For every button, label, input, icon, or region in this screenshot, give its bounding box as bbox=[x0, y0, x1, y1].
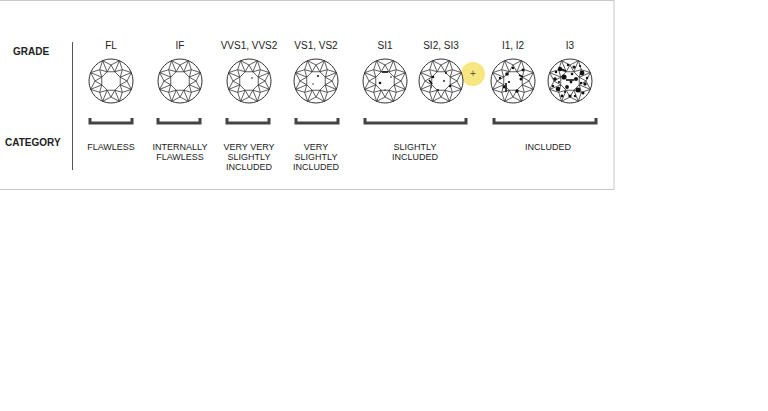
category-label: FLAWLESS bbox=[76, 142, 146, 152]
grade-label: FL bbox=[73, 40, 149, 52]
bracket bbox=[296, 118, 338, 123]
category-label: SLIGHTLY INCLUDED bbox=[385, 142, 445, 162]
diamond-grade: I3 bbox=[532, 40, 608, 105]
grade-label: I3 bbox=[532, 40, 608, 52]
diamond-grade: VS1, VS2 bbox=[278, 40, 354, 105]
diamond-grade: VVS1, VVS2 bbox=[211, 40, 287, 105]
diamond-grade: SI1 bbox=[347, 40, 423, 105]
diamond-symbol bbox=[546, 57, 594, 105]
bracket bbox=[227, 118, 269, 123]
diamond-symbol bbox=[489, 57, 537, 105]
cursor-highlight bbox=[461, 62, 485, 86]
grade-label: VS1, VS2 bbox=[278, 40, 354, 52]
cursor-mark: + bbox=[463, 69, 483, 79]
diamond-grade: SI2, SI3 bbox=[403, 40, 479, 105]
category-label: VERY VERY SLIGHTLY INCLUDED bbox=[218, 142, 280, 172]
panel bbox=[0, 1, 614, 190]
category-label: VERY SLIGHTLY INCLUDED bbox=[291, 142, 341, 172]
category-brackets bbox=[90, 118, 596, 123]
grade-label: SI1 bbox=[347, 40, 423, 52]
diamond-grade: IF bbox=[142, 40, 218, 105]
bracket bbox=[494, 118, 596, 123]
diamond-symbol bbox=[156, 57, 204, 105]
category-label: INCLUDED bbox=[508, 142, 588, 152]
axis-heading: GRADE bbox=[13, 47, 49, 57]
grade-label: SI2, SI3 bbox=[403, 40, 479, 52]
bracket bbox=[365, 118, 466, 123]
axis-heading: CATEGORY bbox=[5, 138, 61, 148]
diamond-grade: FL bbox=[73, 40, 149, 105]
bracket bbox=[158, 118, 200, 123]
grade-label: IF bbox=[142, 40, 218, 52]
diamond-symbol bbox=[417, 57, 465, 105]
divider bbox=[72, 42, 73, 170]
category-label: INTERNALLY FLAWLESS bbox=[149, 142, 211, 162]
diamond-symbol bbox=[292, 57, 340, 105]
diamond-symbol bbox=[361, 57, 409, 105]
bracket bbox=[90, 118, 132, 123]
grade-label: VVS1, VVS2 bbox=[211, 40, 287, 52]
grade-label: I1, I2 bbox=[475, 40, 551, 52]
diamond-symbol bbox=[225, 57, 273, 105]
diamond-symbol bbox=[87, 57, 135, 105]
diamond-grade: I1, I2 bbox=[475, 40, 551, 105]
